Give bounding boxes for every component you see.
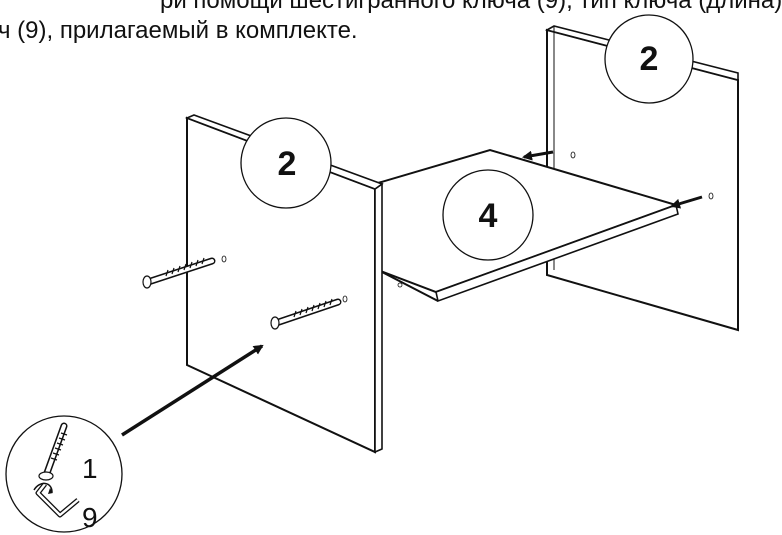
label-right-panel-text: 2 xyxy=(640,40,659,78)
caption-line-2: ч (9), прилагаемый в комплекте. xyxy=(0,17,358,44)
assembly-diagram: 2 2 4 1 9 xyxy=(5,14,739,533)
detail-screw-number: 1 xyxy=(82,453,98,484)
label-shelf-text: 4 xyxy=(479,197,498,235)
detail-key-number: 9 xyxy=(82,502,98,533)
confirmat-screw-lower xyxy=(270,295,348,330)
label-left-panel-text: 2 xyxy=(278,145,297,183)
shelf-arrow-right xyxy=(670,192,714,209)
fastener-detail: 1 9 xyxy=(5,415,123,533)
confirmat-screw-upper xyxy=(142,255,227,289)
shelf-arrow-top xyxy=(522,150,576,161)
caption-line-1: ри помощи шестигранного ключа (9), тип к… xyxy=(160,0,782,14)
label-right-panel: 2 xyxy=(604,14,694,104)
label-shelf: 4 xyxy=(442,169,534,261)
detail-screw-icon xyxy=(38,422,68,481)
assembly-arrow xyxy=(121,344,264,437)
instruction-caption: ри помощи шестигранного ключа (9), тип к… xyxy=(0,0,782,52)
hex-key-icon xyxy=(33,482,80,518)
label-left-panel: 2 xyxy=(240,117,332,209)
